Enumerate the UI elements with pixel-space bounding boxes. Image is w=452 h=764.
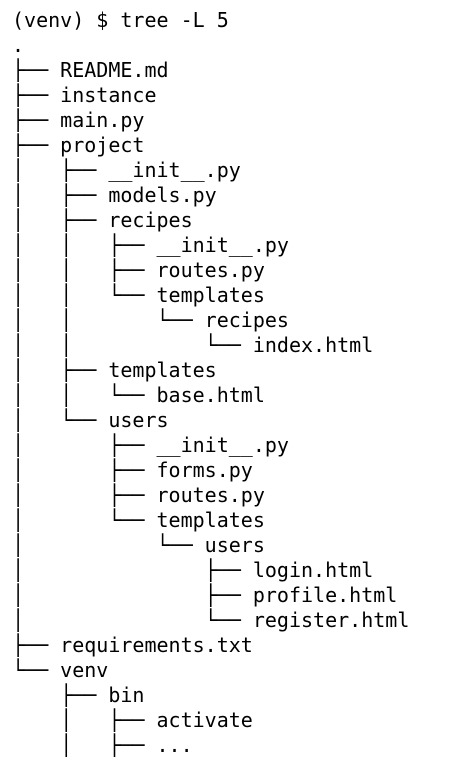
tree-line: │ ├── routes.py — [12, 483, 265, 507]
tree-line: │ ├── ... — [12, 733, 193, 757]
tree-line: └── venv — [12, 658, 109, 682]
tree-line: │ │ ├── __init__.py — [12, 233, 289, 257]
tree-line: ├── bin — [12, 683, 145, 707]
tree-line: │ │ ├── routes.py — [12, 258, 265, 282]
tree-line: ├── requirements.txt — [12, 633, 253, 657]
tree-line: │ ├── recipes — [12, 208, 193, 232]
tree-line: │ ├── templates — [12, 358, 217, 382]
tree-line: │ ├── activate — [12, 708, 253, 732]
tree-line: ├── main.py — [12, 108, 145, 132]
tree-line: │ └── register.html — [12, 608, 410, 632]
tree-line: │ ├── profile.html — [12, 583, 398, 607]
tree-output: . ├── README.md ├── instance ├── main.py… — [12, 33, 409, 757]
command-text: tree -L 5 — [120, 8, 229, 32]
tree-line: │ │ └── templates — [12, 283, 265, 307]
tree-line: ├── README.md — [12, 58, 169, 82]
tree-line: │ ├── __init__.py — [12, 158, 241, 182]
tree-line: │ │ └── index.html — [12, 333, 374, 357]
tree-line: │ ├── models.py — [12, 183, 217, 207]
tree-line: │ ├── __init__.py — [12, 433, 289, 457]
shell-prompt: (venv) $ — [12, 8, 121, 32]
tree-line: │ │ └── recipes — [12, 308, 289, 332]
tree-line: ├── instance — [12, 83, 157, 107]
tree-line: ├── project — [12, 133, 145, 157]
tree-line: │ └── templates — [12, 508, 265, 532]
tree-line: │ └── users — [12, 408, 169, 432]
tree-line: │ ├── login.html — [12, 558, 374, 582]
tree-line: │ ├── forms.py — [12, 458, 253, 482]
tree-line: │ │ └── base.html — [12, 383, 265, 407]
tree-line: │ └── users — [12, 533, 265, 557]
tree-line: . — [12, 33, 25, 57]
